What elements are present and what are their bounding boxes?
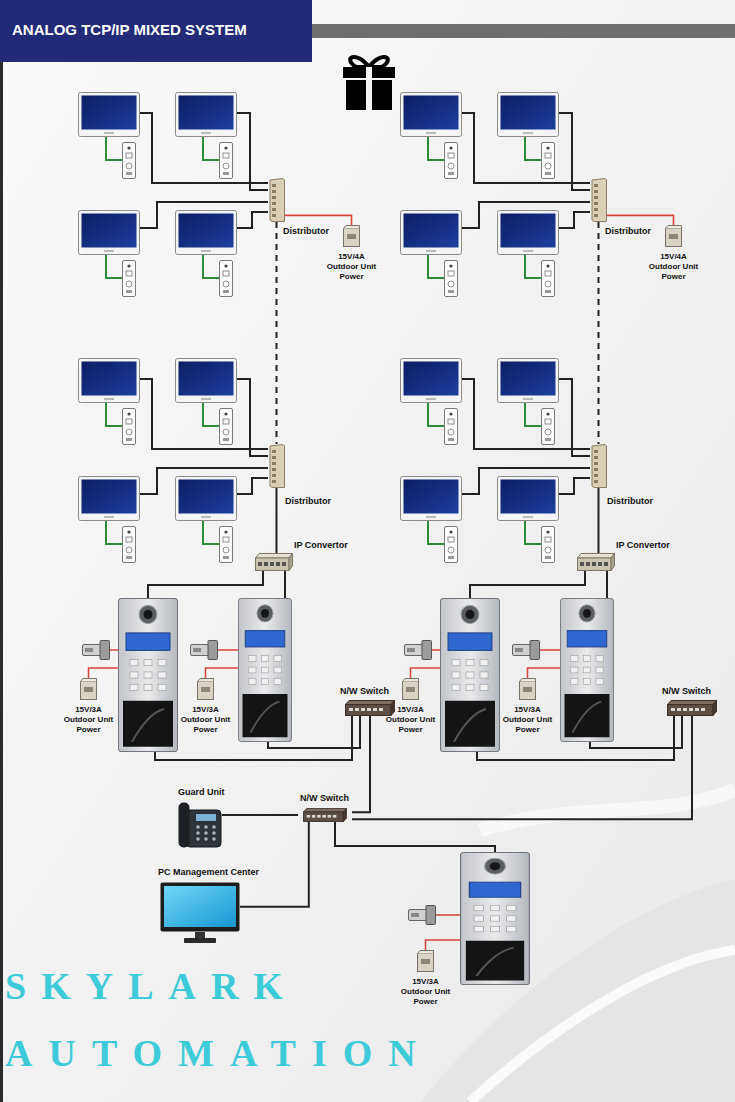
- device-node: 15V/3A Outdoor Unit Power: [197, 678, 214, 700]
- wire-connector: [598, 488, 600, 553]
- device-label: IP Convertor: [616, 540, 670, 551]
- wire-connector: [607, 215, 674, 225]
- power-wire: [352, 246, 674, 248]
- device-label: Distributor: [285, 496, 331, 507]
- wire-connector: [598, 222, 600, 444]
- monitor-cluster: [401, 359, 607, 563]
- pc-monitor: [161, 883, 240, 944]
- network-wire: [335, 822, 495, 852]
- monitor-cluster: [79, 359, 285, 563]
- device-label: N/W Switch: [662, 686, 711, 697]
- device-node: 15V/3A Outdoor Unit Power: [519, 678, 536, 700]
- device-label: Distributor: [607, 496, 653, 507]
- power-label: 15V/4A Outdoor Unit Power: [647, 252, 701, 282]
- device-node: Guard Unit: [178, 802, 222, 848]
- device-node: Distributor: [590, 444, 607, 488]
- device-node: PC Management Center: [160, 882, 240, 944]
- device-node: N/W Switch: [667, 700, 717, 716]
- wire-connector: [222, 814, 298, 816]
- wire-connector: [285, 215, 352, 225]
- power-label: 15V/3A Outdoor Unit Power: [501, 705, 555, 735]
- left-edge: [0, 62, 3, 1102]
- power-icon: [666, 226, 682, 247]
- device-label: Distributor: [283, 226, 329, 237]
- switch-icon: [304, 808, 347, 821]
- device-node: 15V/3A Outdoor Unit Power: [80, 678, 97, 700]
- outdoor-panel: [461, 852, 530, 984]
- device-node: 15V/4A Outdoor Unit Power: [665, 225, 682, 247]
- device-node: Distributor: [268, 178, 285, 222]
- power-icon: [418, 951, 434, 972]
- power-label: 15V/4A Outdoor Unit Power: [325, 252, 379, 282]
- title-rule: [312, 24, 735, 38]
- device-label: Guard Unit: [178, 787, 225, 798]
- device-node: 15V/4A Outdoor Unit Power: [343, 225, 360, 247]
- device-node: 15V/3A Outdoor Unit Power: [402, 678, 419, 700]
- gift-ribbon: [366, 67, 372, 110]
- device-label: Distributor: [605, 226, 651, 237]
- monitor-cluster: [401, 93, 607, 297]
- device-node: 15V/3A Outdoor Unit Power: [417, 950, 434, 972]
- wire-connector: [276, 488, 278, 553]
- watermark-text: AUTOMATION: [5, 1033, 432, 1075]
- wire-connector: [240, 822, 309, 907]
- power-label: 15V/3A Outdoor Unit Power: [384, 705, 438, 735]
- title-banner: [0, 0, 312, 62]
- device-node: N/W Switch: [298, 808, 352, 822]
- device-node: Distributor: [268, 444, 285, 488]
- title-text: ANALOG TCP/IP MIXED SYSTEM: [12, 21, 247, 38]
- guard-phone: [179, 803, 222, 848]
- panel-group: [403, 554, 717, 761]
- device-node: N/W Switch: [345, 700, 395, 716]
- device-label: IP Convertor: [294, 540, 348, 551]
- monitor-cluster: [79, 93, 285, 297]
- wire-connector: [352, 716, 370, 812]
- door-lock: [409, 906, 436, 925]
- background-swoosh: [480, 790, 735, 830]
- wire-connector: [276, 222, 278, 444]
- power-label: 15V/3A Outdoor Unit Power: [399, 977, 453, 1007]
- power-icon: [344, 226, 360, 247]
- watermark-text: SKYLARK: [5, 966, 298, 1008]
- device-node: IP Convertor: [255, 553, 293, 571]
- device-label: N/W Switch: [340, 686, 389, 697]
- gift-icon: [343, 57, 395, 110]
- gift-bow: [350, 57, 388, 67]
- device-label: N/W Switch: [300, 793, 349, 804]
- device-label: PC Management Center: [158, 867, 259, 878]
- power-label: 15V/3A Outdoor Unit Power: [179, 705, 233, 735]
- device-node: Distributor: [590, 178, 607, 222]
- device-node: IP Convertor: [577, 553, 615, 571]
- panel-group: [81, 554, 395, 761]
- power-label: 15V/3A Outdoor Unit Power: [62, 705, 116, 735]
